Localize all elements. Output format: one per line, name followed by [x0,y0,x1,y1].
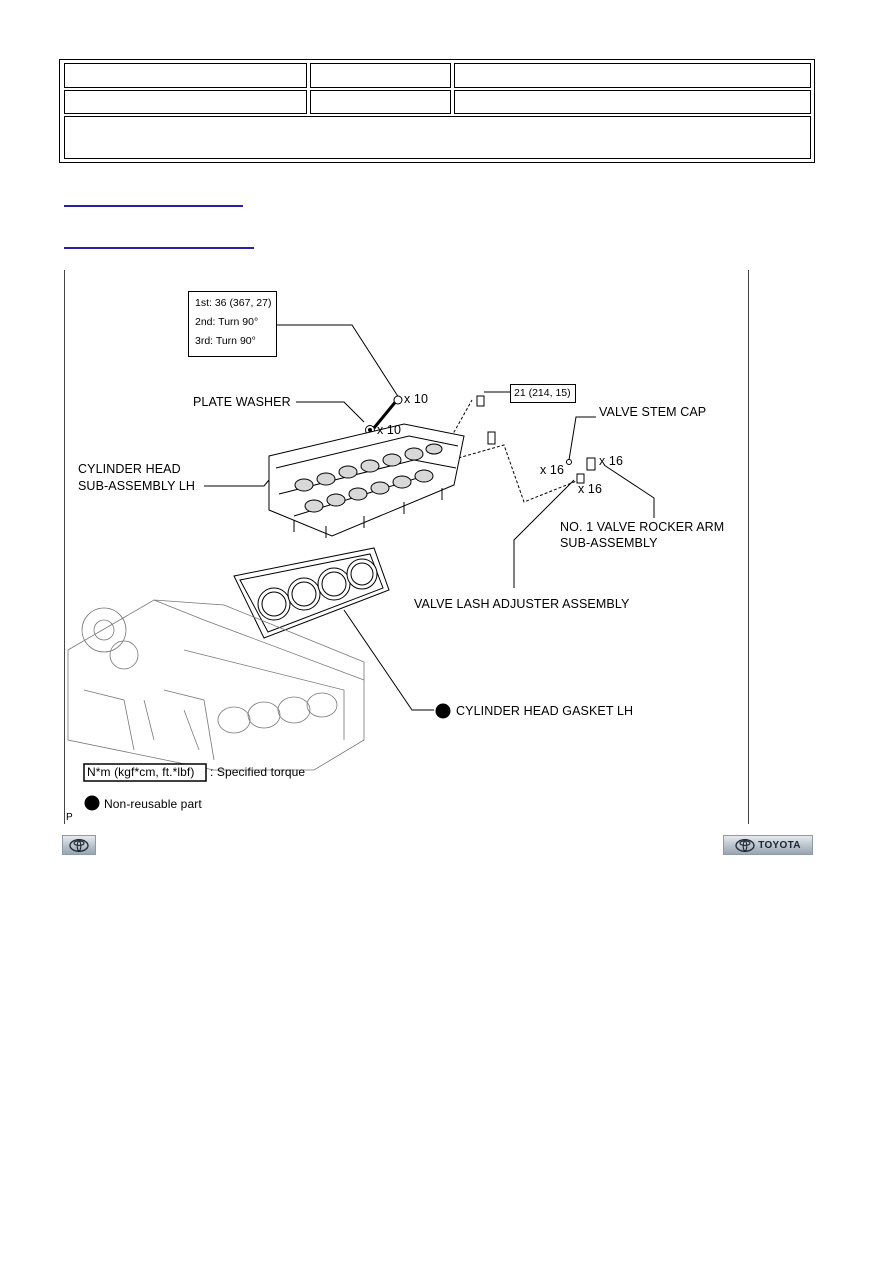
header-cell-r1c2 [310,63,451,88]
frame-left-border [64,270,65,824]
leader-gasket [343,609,434,711]
label-plate-washer: PLATE WASHER [193,395,291,409]
label-lash-adjuster: VALVE LASH ADJUSTER ASSEMBLY [414,597,630,611]
leader-plate-washer [296,401,365,423]
nav-toyota-button[interactable]: TOYOTA [723,835,813,855]
leader-valve-stem-cap [568,416,596,461]
header-cell-r1c3 [454,63,811,88]
header-cell-r3 [64,116,811,159]
small-bolt-torque-box: 21 (214, 15) [510,384,576,403]
label-gasket: CYLINDER HEAD GASKET LH [456,704,634,718]
legend-torque-desc: : Specified torque [210,765,306,779]
nonreusable-dot-icon [84,795,100,811]
qty-rocker-arm: x 16 [599,454,624,468]
label-cylinder-head-2: SUB-ASSEMBLY LH [78,479,196,493]
legend-torque-unit: N*m (kgf*cm, ft.*lbf) [87,765,195,779]
gasket-drawing [233,547,390,639]
header-cell-r2c3 [454,90,811,114]
torque-step-2: 2nd: Turn 90° [195,316,259,328]
qty-bolt: x 10 [404,392,429,406]
header-cell-r1c1 [64,63,307,88]
torque-step-1: 1st: 36 (367, 27) [195,297,272,309]
diagram-frame: 1st: 36 (367, 27) 2nd: Turn 90° 3rd: Tur… [64,270,749,824]
leader-cylinder-head [204,479,270,487]
frame-right-border [748,270,749,824]
header-cell-r2c2 [310,90,451,114]
link-1[interactable] [64,205,243,207]
label-cylinder-head-1: CYLINDER HEAD [78,462,181,476]
label-rocker-arm-2: SUB-ASSEMBLY [560,536,658,550]
label-valve-stem-cap: VALVE STEM CAP [599,405,707,419]
header-cell-r2c1 [64,90,307,114]
torque-spec-box: 1st: 36 (367, 27) 2nd: Turn 90° 3rd: Tur… [188,291,277,357]
exploded-view-drawing [67,324,655,811]
qty-washer: x 10 [377,423,402,437]
qty-lash-adjuster: x 16 [578,482,603,496]
gasket-nonreusable-dot-icon [435,703,451,719]
nav-toyota-label: TOYOTA [758,839,801,851]
leader-torque [276,324,400,399]
leader-rocker-arm [603,464,655,518]
legend-nonreusable: Non-reusable part [104,797,202,811]
torque-step-3: 3rd: Turn 90° [195,335,256,347]
toyota-emblem-icon [735,838,755,852]
qty-stem-cap: x 16 [540,463,565,477]
link-2[interactable] [64,247,254,249]
label-rocker-arm-1: NO. 1 VALVE ROCKER ARM [560,520,725,534]
engine-block-drawing [67,599,365,771]
leader-lash-adjuster [513,479,575,588]
cylinder-head-drawing [268,423,465,538]
small-bolt-torque: 21 (214, 15) [514,387,571,399]
corner-mark: P [66,812,73,823]
header-table [59,59,815,163]
legend-torque-box [83,763,207,782]
toyota-emblem-icon [69,838,89,852]
nav-home-button[interactable] [62,835,96,855]
